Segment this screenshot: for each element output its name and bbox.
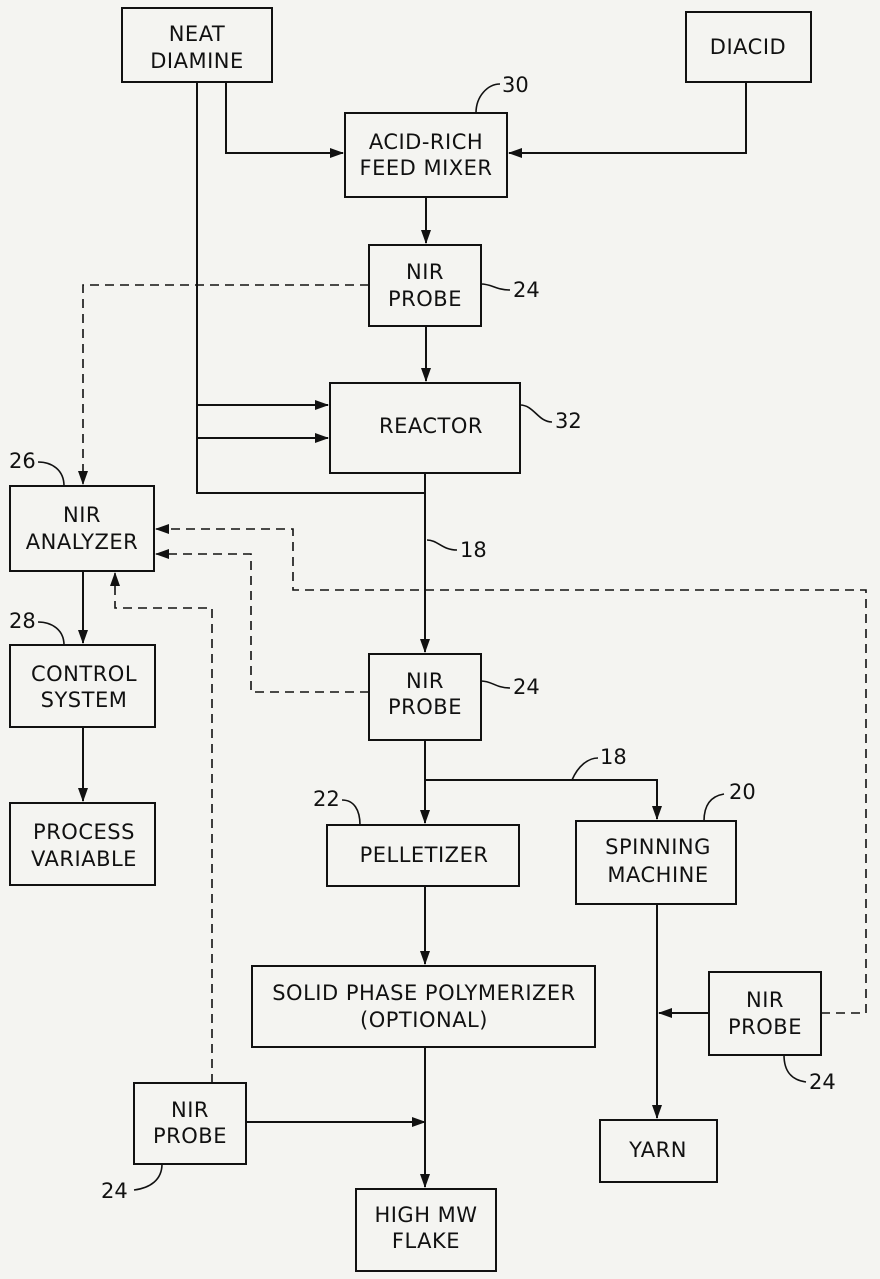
ref-18-branch-leader — [571, 757, 599, 781]
ref-26-analyzer: 26 — [9, 449, 36, 473]
nir-probe-top-label-1: NIR — [406, 260, 444, 284]
nir-probe-bottom-label-2: PROBE — [153, 1124, 227, 1148]
ref-30-feed-mixer: 30 — [502, 73, 529, 97]
ref-24-bottom-probe: 24 — [101, 1179, 128, 1203]
ref-20-spinning: 20 — [729, 780, 756, 804]
nir-probe-mid-box: NIR PROBE — [368, 653, 482, 741]
ref-24-right-probe: 24 — [809, 1070, 836, 1094]
reference-numerals: 30 24 32 26 18 28 24 18 22 20 24 24 — [9, 73, 836, 1203]
nir-analyzer-box: NIR ANALYZER — [9, 485, 155, 572]
control-system-label-1: CONTROL — [31, 662, 137, 686]
nir-probe-mid-label-1: NIR — [406, 669, 444, 693]
nir-probe-right-box: NIR PROBE — [708, 971, 822, 1056]
process-variable-label-2: VARIABLE — [31, 847, 137, 871]
nir-probe-top-label-2: PROBE — [388, 287, 462, 311]
neat-diamine-label-2: DIAMINE — [150, 49, 244, 73]
ref-30-leader — [475, 83, 501, 114]
feed-mixer-box: ACID-RICH FEED MIXER — [344, 112, 508, 198]
ref-28-control: 28 — [9, 609, 36, 633]
spinning-machine-label-1: SPINNING — [605, 835, 711, 859]
yarn-box: YARN — [599, 1119, 718, 1183]
flow-lines — [78, 82, 747, 1188]
nir-analyzer-label-2: ANALYZER — [26, 530, 138, 554]
solid-phase-label-1: SOLID PHASE POLYMERIZER — [272, 981, 576, 1005]
ref-18-branch: 18 — [600, 745, 627, 769]
ref-22-leader — [341, 799, 361, 826]
process-variable-label-1: PROCESS — [33, 820, 135, 844]
arrow-branch-to-spinning — [425, 779, 662, 820]
ref-32-leader — [519, 404, 553, 423]
spinning-machine-label-2: MACHINE — [607, 863, 708, 887]
feed-mixer-label-2: FEED MIXER — [359, 156, 492, 180]
ref-28-leader — [37, 621, 65, 646]
ref-32-reactor: 32 — [555, 409, 582, 433]
ref-18-reactor-out-leader — [426, 539, 458, 551]
nir-analyzer-label-1: NIR — [63, 503, 101, 527]
yarn-label: YARN — [628, 1138, 687, 1162]
high-mw-flake-label-2: FLAKE — [392, 1229, 460, 1253]
neat-diamine-box: NEAT DIAMINE — [121, 7, 273, 83]
nir-probe-bottom-box: NIR PROBE — [133, 1082, 247, 1165]
pelletizer-label: PELLETIZER — [360, 843, 489, 867]
diamine-bypass-line — [196, 82, 425, 494]
arrow-diacid-to-mixer — [508, 82, 747, 158]
signal-mid-probe-to-analyzer — [155, 549, 369, 693]
control-system-label-2: SYSTEM — [41, 688, 128, 712]
spinning-machine-box: SPINNING MACHINE — [575, 820, 737, 905]
diacid-label: DIACID — [710, 35, 786, 59]
arrow-diamine-to-mixer — [225, 82, 344, 158]
reactor-box: REACTOR — [329, 382, 521, 474]
pelletizer-box: PELLETIZER — [326, 824, 520, 887]
ref-26-leader — [37, 461, 65, 487]
ref-24-mid-probe: 24 — [513, 675, 540, 699]
high-mw-flake-label-1: HIGH MW — [374, 1203, 477, 1227]
ref-24-mid-leader — [480, 680, 511, 689]
ref-22-pelletizer: 22 — [313, 787, 340, 811]
reactor-label: REACTOR — [379, 414, 483, 438]
ref-20-leader — [703, 793, 725, 822]
neat-diamine-label-1: NEAT — [169, 22, 226, 46]
nir-probe-bottom-label-1: NIR — [171, 1098, 209, 1122]
high-mw-flake-box: HIGH MW FLAKE — [355, 1188, 497, 1272]
signal-lines — [78, 284, 867, 1083]
feed-mixer-label-1: ACID-RICH — [369, 130, 483, 154]
solid-phase-polymerizer-box: SOLID PHASE POLYMERIZER (OPTIONAL) — [251, 965, 596, 1048]
nir-probe-right-label-1: NIR — [746, 988, 784, 1012]
signal-right-probe-to-analyzer — [155, 524, 867, 1014]
nir-probe-top-box: NIR PROBE — [368, 244, 482, 327]
control-system-box: CONTROL SYSTEM — [9, 644, 156, 728]
signal-bottom-probe-to-analyzer — [110, 572, 213, 1083]
nir-probe-mid-label-2: PROBE — [388, 695, 462, 719]
ref-24-bottom-leader — [133, 1163, 163, 1191]
ref-18-reactor-out: 18 — [460, 538, 487, 562]
solid-phase-label-2: (OPTIONAL) — [360, 1008, 488, 1032]
ref-24-top-probe: 24 — [513, 278, 540, 302]
diacid-box: DIACID — [685, 11, 812, 83]
ref-24-top-leader — [480, 283, 511, 291]
signal-top-probe-to-analyzer — [78, 284, 369, 485]
process-variable-box: PROCESS VARIABLE — [9, 802, 156, 886]
ref-24-right-leader — [783, 1054, 807, 1083]
nir-probe-right-label-2: PROBE — [728, 1015, 802, 1039]
